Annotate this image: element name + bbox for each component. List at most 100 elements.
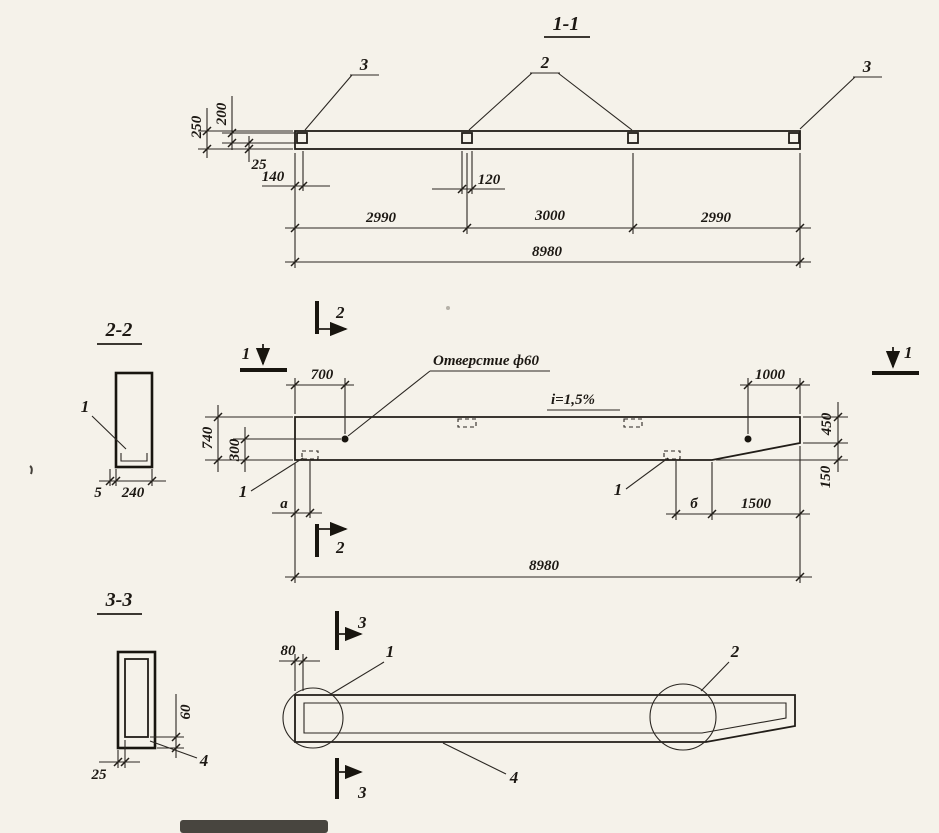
dim-label-2990-right: 2990 <box>700 210 732 226</box>
scan-smudge-bar <box>180 820 328 833</box>
dim-label-3000: 3000 <box>534 208 566 224</box>
beam-plan-outline <box>294 130 801 150</box>
dim-label-200: 200 <box>214 102 230 126</box>
section-2-2-title: 2-2 <box>105 319 133 341</box>
beam-bottom-inner <box>303 702 787 734</box>
dim-label-150: 150 <box>818 465 834 488</box>
ext-lines-alpha <box>294 461 311 583</box>
embed-mark-bottom-2 <box>663 450 681 460</box>
callout-pos1-elev-right: 1 <box>614 480 623 499</box>
beam-bottom-outer <box>294 694 796 743</box>
dim-label-450: 450 <box>819 412 835 436</box>
cut-mark-1-right-label: 1 <box>904 343 913 362</box>
dim-label-2990-left: 2990 <box>365 210 397 226</box>
leader-pos1-elev-left <box>250 457 304 492</box>
dim-label-delta: б <box>690 496 698 512</box>
hole-right <box>744 435 752 443</box>
detail-circle-left <box>282 687 344 749</box>
dim-label-240: 240 <box>121 485 145 501</box>
ticks-spans <box>290 223 805 233</box>
section-3-3-view: 3-3 60 25 4 <box>91 589 209 783</box>
cut-mark-2-top-label: 2 <box>335 303 345 322</box>
ext-lines-spans <box>294 153 801 268</box>
hole-note-label: Отверстие ф60 <box>433 353 539 369</box>
leader-pos1-bottom <box>330 661 385 695</box>
ticks-120 <box>457 184 477 194</box>
slope-note-label: i=1,5% <box>551 392 595 408</box>
dim-label-250: 250 <box>189 115 205 139</box>
section-2-2-recess <box>120 453 148 462</box>
ticks-80 <box>290 656 308 666</box>
scan-dot <box>446 306 450 310</box>
callout-pos4-bottom: 4 <box>509 768 519 787</box>
elevation-view: 2 2 1 1 Отверстие ф60 i=1,5% 700 1000 45… <box>200 301 919 583</box>
ticks-60 <box>171 732 181 753</box>
cut-mark-1-left-label: 1 <box>242 344 251 363</box>
embed-mark-bottom-1 <box>301 450 319 460</box>
section-1-1-title: 1-1 <box>553 13 580 35</box>
cut-mark-3-bottom-label: 3 <box>357 783 367 802</box>
section-3-3-inner <box>124 658 149 738</box>
ext-lines-section22 <box>109 469 153 486</box>
cut-mark-3-top-label: 3 <box>357 613 367 632</box>
hole-left <box>341 435 349 443</box>
dim-label-300: 300 <box>227 438 243 462</box>
dim-label-8980-elev: 8980 <box>529 558 560 574</box>
scan-artifacts <box>29 306 450 833</box>
ticks-top-elev <box>290 380 805 390</box>
dim-label-alpha: a <box>280 496 288 512</box>
ext-lines-25-section33 <box>117 740 126 768</box>
ext-lines-top-elev <box>294 378 801 434</box>
callout-pos3-right: 3 <box>862 57 872 76</box>
dim-label-1000: 1000 <box>755 367 786 383</box>
scan-speck <box>29 465 33 475</box>
callout-pos1-elev-left: 1 <box>239 482 248 501</box>
section-2-2-view: 2-2 1 5 240 <box>81 319 166 501</box>
leader-pos2-bottom <box>700 661 730 692</box>
embed-plate-4 <box>788 132 800 144</box>
dim-label-740: 740 <box>200 426 216 449</box>
leader-pos4-bottom <box>442 742 507 775</box>
dim-label-5: 5 <box>94 485 102 501</box>
ticks-delta-1500 <box>671 509 805 519</box>
ticks-25-section33 <box>113 757 130 767</box>
ticks-left-elev <box>213 412 250 465</box>
leader-pos1-elev-right <box>625 457 669 490</box>
ticks-alpha <box>290 508 315 518</box>
detail-circle-right <box>649 683 717 751</box>
ext-lines-right-elev <box>716 416 848 461</box>
callout-pos1-section22: 1 <box>81 397 90 416</box>
dim-label-700: 700 <box>311 367 334 383</box>
section-2-2-outline <box>114 371 154 469</box>
embed-mark-top-1 <box>457 418 477 428</box>
beam-elevation-outline <box>294 416 801 461</box>
leader-pos4-section33 <box>149 740 198 759</box>
leader-pos2 <box>468 72 633 131</box>
embed-plate-2 <box>461 132 473 144</box>
leader-pos3-right <box>799 76 882 130</box>
callout-pos2: 2 <box>540 53 550 72</box>
bottom-view: 3 80 1 2 4 3 <box>279 611 796 802</box>
embed-plate-3 <box>627 132 639 144</box>
ext-lines-left <box>198 130 296 150</box>
callout-pos3-left: 3 <box>359 55 369 74</box>
ext-lines-left-elev <box>205 416 341 461</box>
leader-pos3-left <box>304 74 379 131</box>
embed-mark-top-2 <box>623 418 643 428</box>
ticks-250 <box>202 126 212 154</box>
dim-label-60: 60 <box>178 704 194 720</box>
leader-pos1-section22 <box>91 415 127 450</box>
section-3-3-title: 3-3 <box>105 589 133 611</box>
dim-label-8980-plan: 8980 <box>532 244 563 260</box>
section-3-3-outer <box>116 650 157 750</box>
cut-mark-2-bottom-label: 2 <box>335 538 345 557</box>
dim-label-25-section33: 25 <box>91 767 108 783</box>
callout-pos4-section33: 4 <box>199 751 209 770</box>
callout-pos1-bottom: 1 <box>386 642 395 661</box>
ticks-total-elev <box>290 572 805 582</box>
ticks-right-elev <box>833 412 843 465</box>
embed-plate-1 <box>296 132 308 144</box>
ext-lines-120 <box>461 151 473 194</box>
